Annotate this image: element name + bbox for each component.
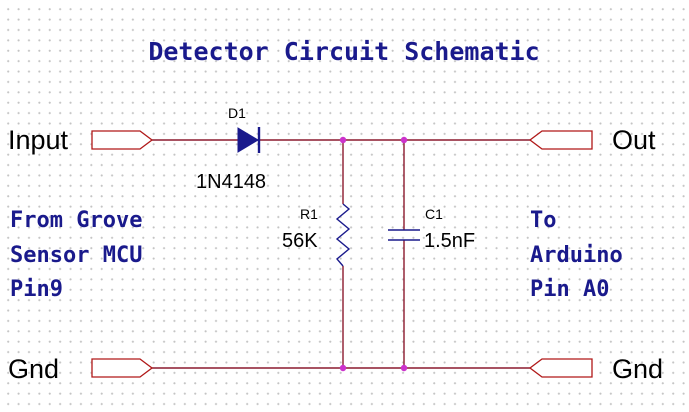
out-port-label: Out xyxy=(612,125,656,155)
gnd-right-port-label: Gnd xyxy=(612,354,663,384)
junction-dot xyxy=(339,136,347,144)
diode-value-label: 1N4148 xyxy=(196,171,266,193)
right-note-line-2: Arduino xyxy=(530,243,623,268)
left-note-line-3: Pin9 xyxy=(10,277,63,302)
capacitor-c1 xyxy=(388,229,420,241)
resistor-r1 xyxy=(335,203,351,267)
schematic-title: Detector Circuit Schematic xyxy=(148,37,539,66)
diode-ref-label: D1 xyxy=(228,105,246,121)
resistor-ref-label: R1 xyxy=(300,206,318,222)
out-port-connector xyxy=(528,130,593,150)
left-note-line-2: Sensor MCU xyxy=(10,243,142,268)
gnd-left-port-connector xyxy=(91,358,154,378)
junction-dot xyxy=(400,136,408,144)
diode-d1 xyxy=(237,127,261,153)
diode-triangle xyxy=(237,127,259,153)
capacitor-ref-label: C1 xyxy=(425,206,443,222)
right-note-line-1: To xyxy=(530,208,557,233)
capacitor-value-label: 1.5nF xyxy=(424,230,475,252)
input-port-label: Input xyxy=(8,125,69,155)
input-port-connector xyxy=(91,130,154,150)
gnd-left-port-label: Gnd xyxy=(8,354,59,384)
left-note-line-1: From Grove xyxy=(10,208,142,233)
resistor-value-label: 56K xyxy=(282,230,318,252)
right-note-line-3: Pin A0 xyxy=(530,277,609,302)
gnd-right-port-connector xyxy=(528,358,593,378)
junction-dot xyxy=(339,364,347,372)
junction-dot xyxy=(400,364,408,372)
